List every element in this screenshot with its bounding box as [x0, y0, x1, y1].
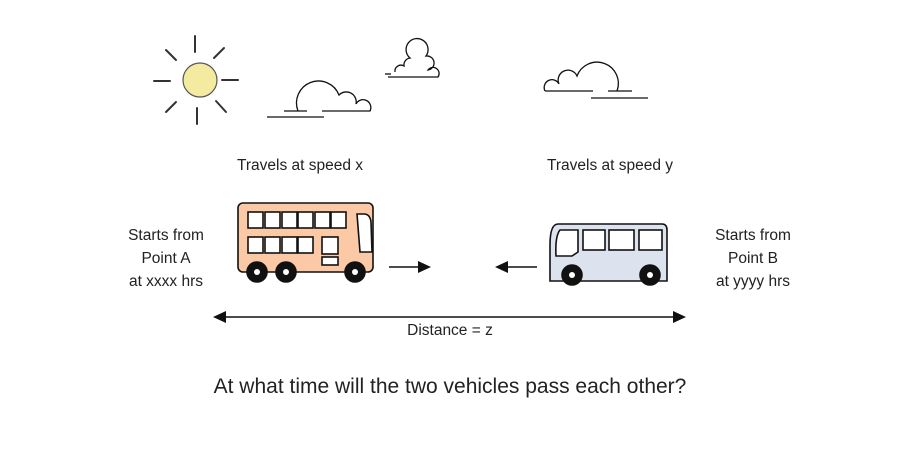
arrow-left-icon [495, 261, 537, 273]
speed-a-label: Travels at speed x [237, 157, 363, 174]
start-a-label: Starts from Point A at xxxx hrs [128, 227, 204, 290]
cloud-icon [385, 37, 440, 78]
double-decker-bus-icon [237, 202, 374, 283]
cloud-icon [267, 80, 372, 118]
start-a-line: Point A [141, 250, 191, 267]
distance-arrow [213, 311, 686, 323]
start-b-line: Starts from [715, 227, 791, 244]
start-b-label: Starts from Point B at yyyy hrs [715, 227, 791, 290]
speed-b-label: Travels at speed y [547, 157, 673, 174]
question-text: At what time will the two vehicles pass … [214, 375, 687, 398]
bus-icon [549, 223, 668, 286]
distance-label: Distance = z [407, 322, 493, 339]
start-b-line: Point B [728, 250, 778, 267]
start-b-line: at yyyy hrs [716, 273, 790, 290]
sun-icon [153, 35, 239, 125]
cloud-icon [543, 61, 648, 99]
start-a-line: Starts from [128, 227, 204, 244]
arrow-right-icon [389, 261, 431, 273]
start-a-line: at xxxx hrs [129, 273, 203, 290]
